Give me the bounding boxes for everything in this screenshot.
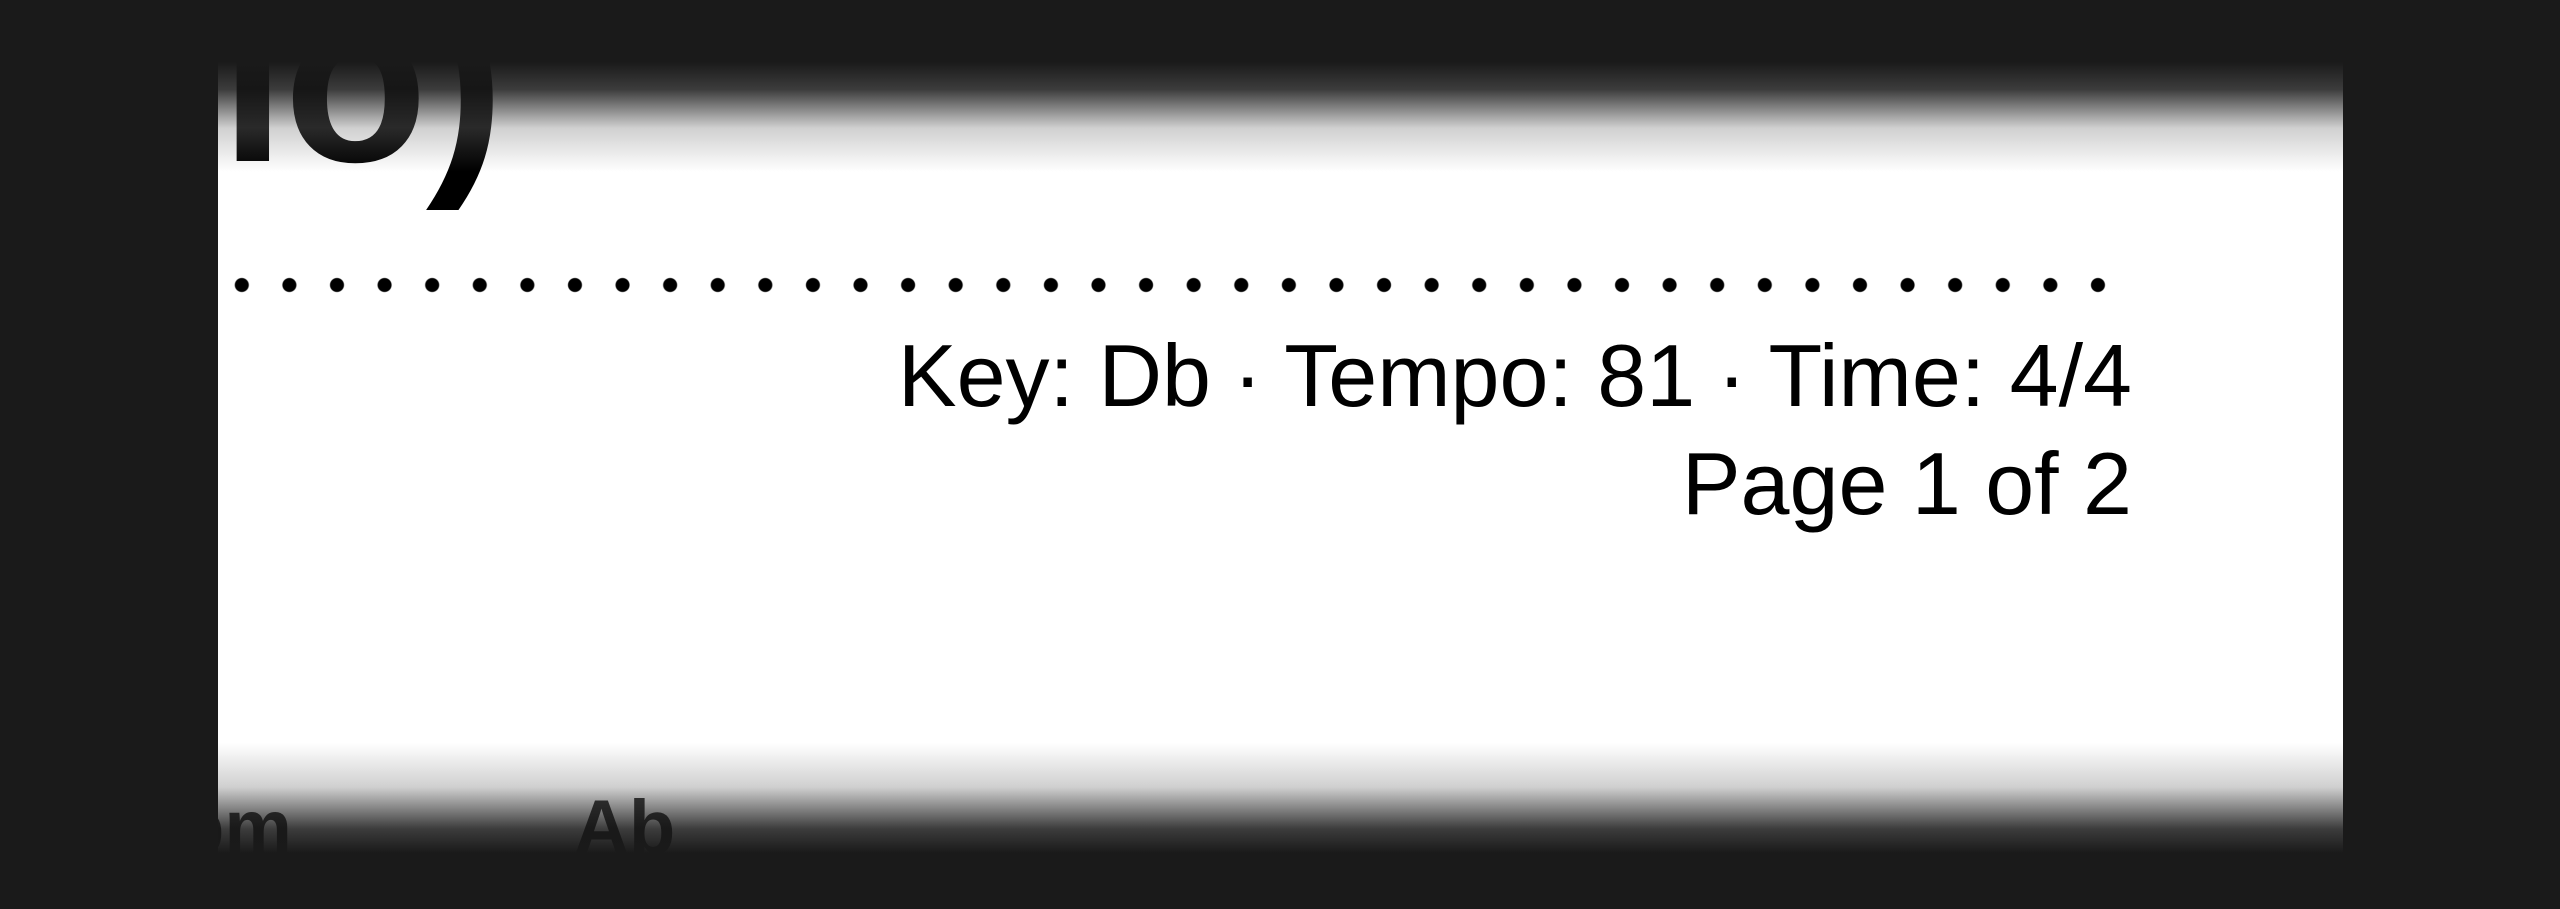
page-indicator: Page 1 of 2 — [1681, 434, 2132, 533]
meta-separator: · — [1717, 326, 1747, 425]
chord-row: bm Ab — [218, 785, 2343, 854]
document-page[interactable]: dio) Key: Db·Tempo: 81·Time: 4/4 Page 1 … — [218, 62, 2343, 853]
tempo-label: Tempo: 81 — [1284, 326, 1696, 425]
dotted-divider — [218, 276, 2132, 294]
meta-separator: · — [1232, 326, 1263, 425]
time-signature-label: Time: 4/4 — [1768, 326, 2132, 425]
song-title: dio) — [218, 62, 504, 212]
key-label: Key: Db — [897, 326, 1211, 425]
chord-label: Ab — [574, 785, 676, 854]
page-content: dio) Key: Db·Tempo: 81·Time: 4/4 Page 1 … — [218, 62, 2343, 853]
chord-label: bm — [218, 785, 292, 854]
song-meta: Key: Db·Tempo: 81·Time: 4/4 — [898, 332, 2132, 420]
